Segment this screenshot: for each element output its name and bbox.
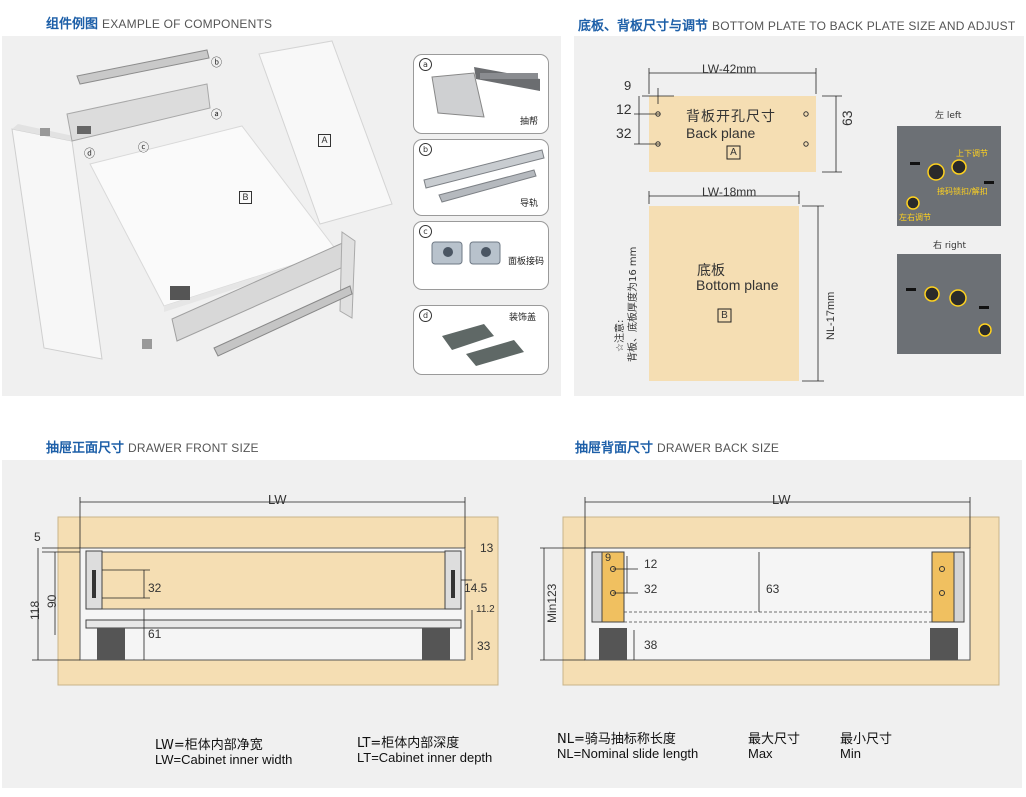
front-dim-32: 32: [148, 581, 162, 595]
photo-left-label: 左 left: [935, 111, 962, 121]
bottom-plate-title-en: Bottom plane: [696, 277, 779, 293]
panel-b-label: B: [239, 191, 252, 204]
legend-lt: LT=柜体内部深度 LT=Cabinet inner depth: [357, 736, 493, 765]
back-plate-title-en: Back plane: [686, 125, 756, 141]
card-drawer-side: a 抽帮: [413, 54, 549, 134]
back-plate-dim-9: 9: [624, 78, 632, 93]
marker-b: ⓑ: [211, 56, 222, 69]
legend-min: 最小尺寸 Min: [840, 732, 893, 761]
components-panel: ⓑ ⓐ ⓒ ⓓ A B a 抽帮 b 导轨 c 面板接码 d: [2, 36, 561, 396]
slide-shape: [76, 49, 210, 85]
photo-tag-up-down: 上下调节: [956, 149, 988, 158]
back-plate-title-zh: 背板开孔尺寸: [686, 109, 776, 125]
panel-a-label: A: [318, 134, 331, 147]
bottom-plate-depth: NL-17mm: [825, 291, 837, 340]
legend-lw: LW=柜体内部净宽 LW=Cabinet inner width: [155, 738, 293, 767]
back-plate-dim-63: 63: [839, 110, 855, 126]
back-panel-shape: [258, 40, 393, 225]
front-dim-lw: LW: [268, 492, 287, 507]
drawer-drawings: [32, 497, 1000, 686]
bottom-plate-title-zh: 底板: [697, 263, 725, 279]
bottom-plate-width: LW-18mm: [702, 185, 757, 199]
back-dim-12: 12: [644, 557, 658, 571]
front-dim-5: 5: [34, 530, 41, 544]
photo-tag-lock: 接码锁扣/解扣: [937, 187, 988, 196]
thickness-note: 背板、底板厚度为16 mm: [628, 246, 639, 362]
back-dim-lw: LW: [772, 492, 791, 507]
plates-drawing: [634, 68, 1001, 382]
back-dim-9: 9: [605, 552, 612, 564]
bottom-plate-letter: B: [721, 310, 728, 321]
plates-panel: LW-42mm 9 12 32 63 背板开孔尺寸 Back plane A L…: [574, 36, 1024, 396]
exploded-drawer-illustration: [11, 40, 393, 360]
back-dim-63: 63: [766, 582, 780, 596]
photo-tag-left-right: 左右调节: [899, 213, 931, 222]
front-dim-14-5: 14.5: [464, 581, 488, 595]
marker-d: ⓓ: [84, 147, 95, 160]
back-dim-min123: Min123: [545, 583, 559, 623]
front-dim-13: 13: [480, 541, 494, 555]
marker-a: ⓐ: [211, 108, 222, 121]
back-dim-32: 32: [644, 582, 658, 596]
back-plate-width: LW-42mm: [702, 62, 757, 76]
legend-max: 最大尺寸 Max: [748, 732, 801, 761]
front-dim-90: 90: [45, 594, 59, 608]
drawer-side-shape: [66, 83, 211, 142]
marker-c: ⓒ: [138, 141, 149, 154]
front-panel-shape: [11, 128, 103, 360]
photo-right-label: 右 right: [933, 241, 967, 251]
drawer-size-panel: LW 5 13 118 90 32 14.5 11.2 61 33 LW Min…: [2, 460, 1022, 788]
card-cover-cap: d 装饰盖: [413, 305, 549, 375]
card-slide: b 导轨: [413, 139, 549, 216]
back-dim-38: 38: [644, 638, 658, 652]
legend-nl: NL=骑马抽标称长度 NL=Nominal slide length: [557, 732, 699, 761]
back-plate-letter: A: [730, 147, 737, 158]
front-dim-118: 118: [28, 600, 42, 620]
back-plate-dim-32: 32: [616, 125, 632, 141]
photo-right: [897, 254, 1001, 354]
back-plate-dim-12: 12: [616, 101, 632, 117]
card-front-connector: c 面板接码: [413, 221, 549, 290]
front-dim-11-2: 11.2: [476, 604, 495, 615]
bottom-plate-shape: [649, 206, 799, 381]
front-dim-33: 33: [477, 639, 491, 653]
front-dim-61: 61: [148, 627, 162, 641]
photo-left: [897, 126, 1001, 226]
